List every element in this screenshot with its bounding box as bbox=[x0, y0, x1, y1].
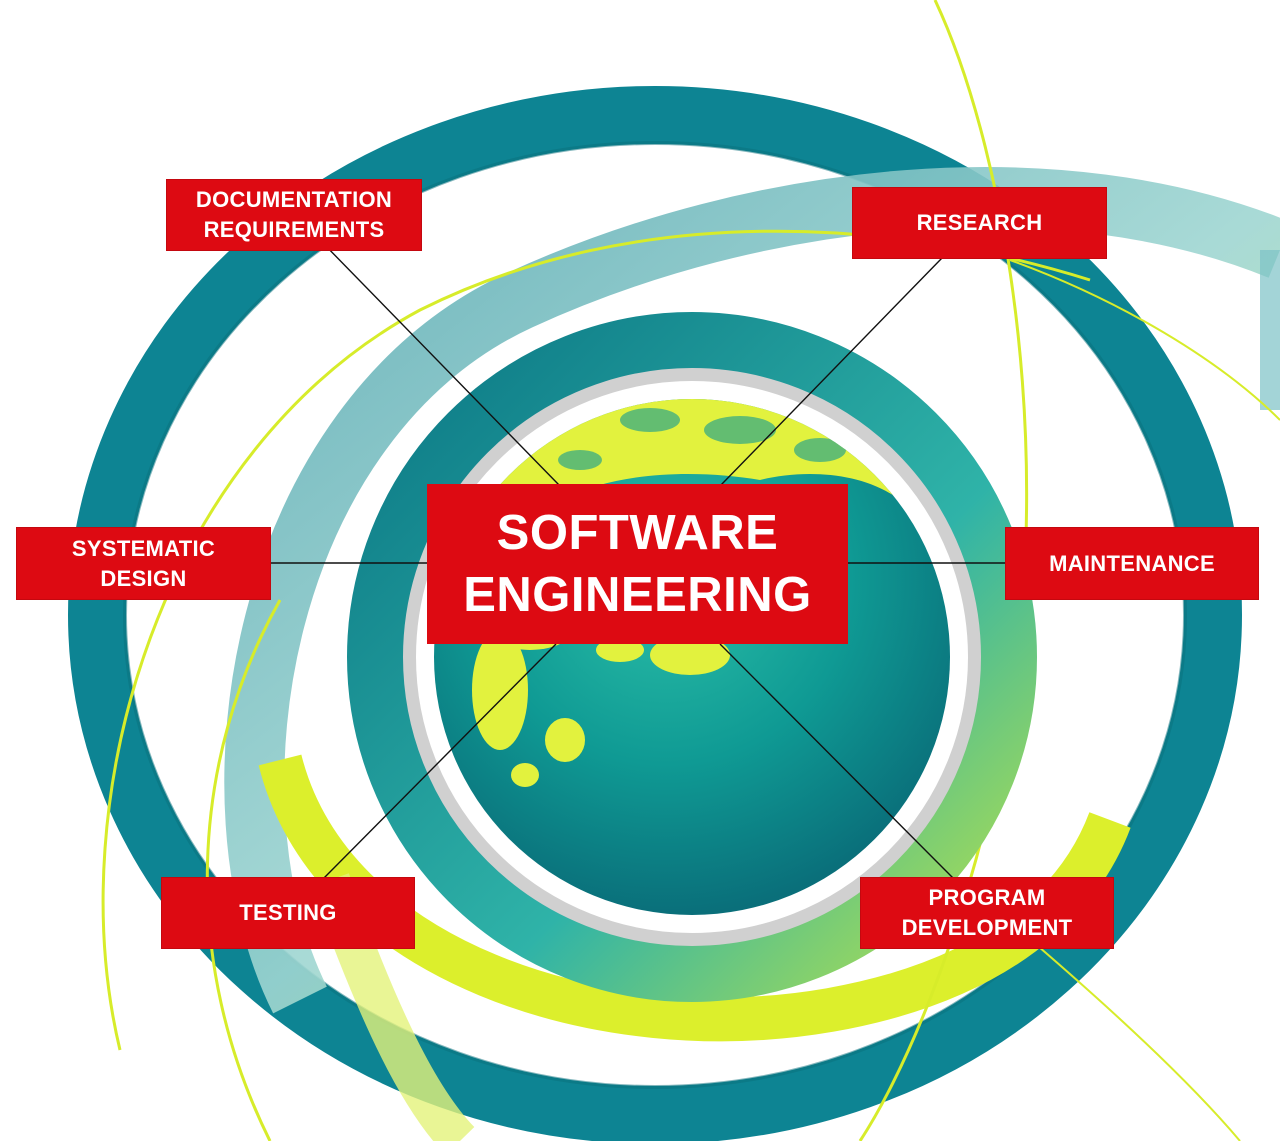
node-documentation-requirements: DOCUMENTATION REQUIREMENTS bbox=[166, 179, 422, 251]
inner-ring bbox=[347, 312, 1037, 1002]
node-label-line1: DOCUMENTATION bbox=[195, 187, 393, 212]
node-label-line1: RESEARCH bbox=[916, 210, 1043, 235]
node-maintenance: MAINTENANCE bbox=[1005, 527, 1259, 600]
center-title-line1: SOFTWARE bbox=[496, 506, 779, 560]
center-title-line2: ENGINEERING bbox=[463, 568, 812, 622]
node-label-line2: REQUIREMENTS bbox=[203, 217, 385, 242]
node-research: RESEARCH bbox=[852, 187, 1107, 259]
connector-lines bbox=[270, 239, 1005, 881]
center-title-box: SOFTWARE ENGINEERING bbox=[427, 484, 848, 644]
node-testing: TESTING bbox=[161, 877, 415, 949]
node-systematic-design: SYSTEMATIC DESIGN bbox=[16, 527, 271, 600]
node-program-development: PROGRAM DEVELOPMENT bbox=[860, 877, 1114, 949]
node-label-line1: TESTING bbox=[239, 900, 337, 925]
outer-ring bbox=[68, 86, 1242, 1141]
node-label-line2: DEVELOPMENT bbox=[901, 915, 1073, 940]
globe bbox=[434, 399, 950, 915]
node-label-line2: DESIGN bbox=[100, 565, 187, 591]
node-label-line1: MAINTENANCE bbox=[1049, 550, 1215, 576]
node-label-line1: PROGRAM bbox=[928, 885, 1046, 910]
node-label-line1: SYSTEMATIC bbox=[71, 535, 216, 561]
